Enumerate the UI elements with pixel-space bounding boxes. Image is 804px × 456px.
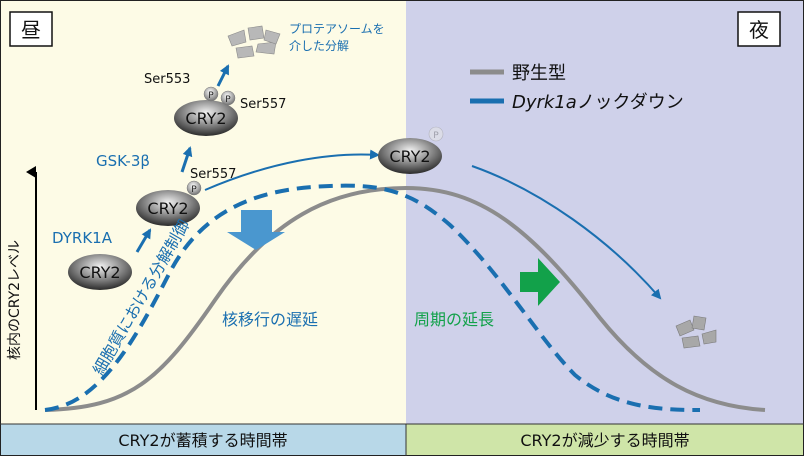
phospho-badge-top-left: P	[203, 86, 219, 102]
arrow-gsk3b	[180, 146, 193, 173]
phospho-badge-top-right: P	[220, 90, 236, 106]
cry2-unphosphorylated: CRY2	[68, 254, 132, 290]
svg-text:P: P	[433, 131, 439, 141]
cry2-phospho-ser557: CRY2	[136, 190, 200, 226]
wild-type-curve	[44, 185, 766, 412]
proteasome-label-line1: プロテアソームを	[289, 22, 385, 36]
day-time-bar	[0, 424, 406, 456]
arrow-nuclear-entry	[204, 149, 380, 191]
y-axis-label: 核内のCRY2レベル	[7, 240, 23, 360]
proteasome-label-line2: 介した分解	[289, 39, 349, 53]
knockdown-curve	[44, 183, 701, 412]
night-time-bar	[406, 424, 804, 456]
legend-knockdown-label: Dyrk1aノックダウン	[512, 92, 684, 113]
arrow-to-proteasome	[216, 64, 230, 87]
svg-text:CRY2: CRY2	[147, 199, 188, 218]
day-label: 昼	[21, 18, 41, 42]
svg-text:CRY2: CRY2	[79, 263, 120, 282]
day-label-box	[9, 11, 53, 47]
nuclear-debris-icon	[675, 315, 717, 349]
day-background	[0, 0, 406, 424]
svg-text:P: P	[225, 95, 231, 105]
period-extension-arrow	[520, 258, 560, 306]
cry2-phospho-double: CRY2	[174, 100, 238, 136]
period-extension-label: 周期の延長	[414, 310, 494, 329]
night-background	[406, 0, 804, 424]
cry2-nuclear: CRY2	[378, 138, 442, 174]
night-label-box	[737, 11, 781, 47]
phospho-badge-faded: P	[428, 126, 444, 142]
svg-text:P: P	[191, 185, 197, 195]
arrow-dyrk1a	[135, 228, 152, 253]
svg-text:P: P	[208, 91, 214, 101]
legend-wild-type-label: 野生型	[512, 63, 566, 84]
nuclear-delay-label: 核移行の遅延	[222, 310, 318, 329]
site-ser557-top: Ser557	[240, 97, 286, 112]
site-ser557-middle: Ser557	[190, 167, 236, 182]
phospho-badge-middle: P	[186, 180, 202, 196]
day-bar-label: CRY2が蓄積する時間帯	[118, 431, 287, 450]
svg-text:CRY2: CRY2	[185, 109, 226, 128]
svg-text:CRY2: CRY2	[389, 147, 430, 166]
delay-down-arrow	[227, 210, 285, 250]
arrow-nuclear-degradation	[471, 165, 662, 300]
night-bar-label: CRY2が減少する時間帯	[520, 431, 689, 450]
kinase-gsk3b-label: GSK-3β	[96, 152, 150, 170]
proteasome-debris-icon	[227, 25, 281, 59]
site-ser553-top: Ser553	[144, 72, 190, 87]
kinase-dyrk1a-label: DYRK1A	[52, 229, 113, 247]
night-label: 夜	[749, 18, 769, 42]
